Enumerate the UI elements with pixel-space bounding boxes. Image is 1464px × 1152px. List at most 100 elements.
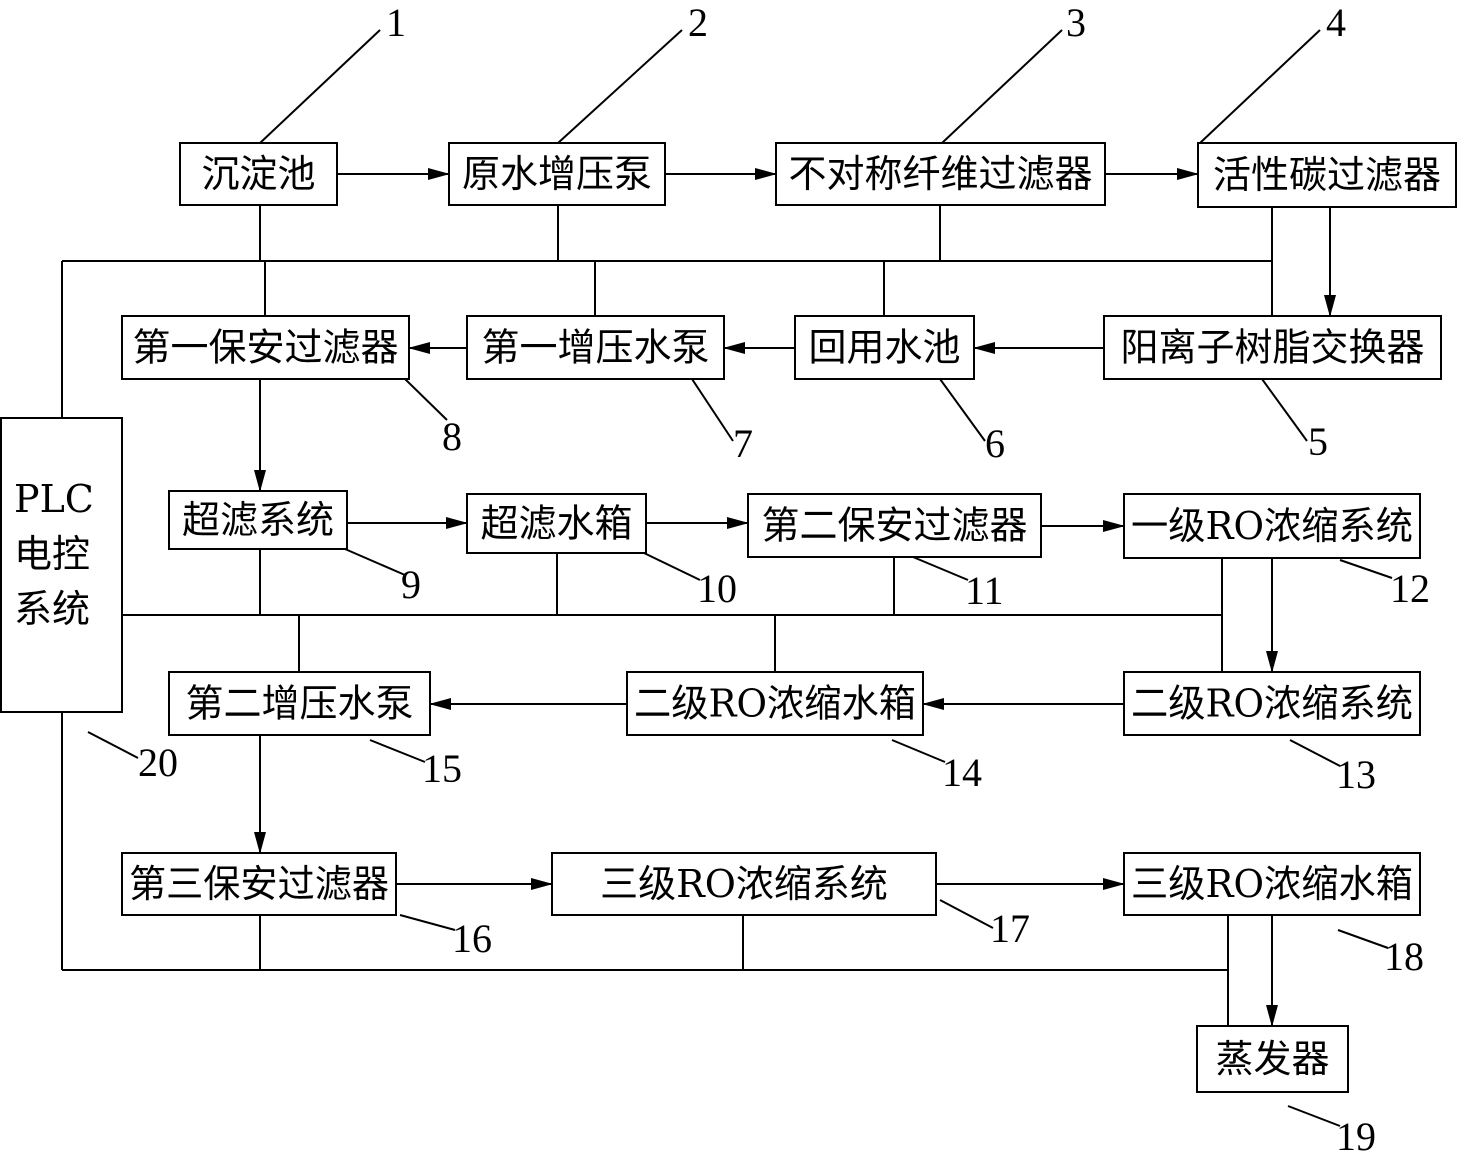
reference-number-2: 2 xyxy=(688,0,708,45)
leader-line-7 xyxy=(691,378,734,442)
cation-resin-exchanger-label: 阳离子树脂交换器 xyxy=(1120,326,1424,370)
first-security-filter-frame xyxy=(121,315,410,380)
leader-line-6 xyxy=(939,378,986,442)
stage3-ro-system-frame xyxy=(551,852,937,916)
activated-carbon-filter-label: 活性碳过滤器 xyxy=(1213,153,1441,197)
second-security-filter-box: 第二保安过滤器 xyxy=(747,493,1042,558)
reuse-water-tank-label: 回用水池 xyxy=(808,326,960,370)
first-security-filter-box: 第一保安过滤器 xyxy=(121,315,410,380)
asymmetric-fiber-filter-frame xyxy=(775,142,1106,206)
asymmetric-fiber-filter-box: 不对称纤维过滤器 xyxy=(775,142,1106,206)
plc-label-line: PLC xyxy=(14,477,94,521)
second-security-filter-label: 第二保安过滤器 xyxy=(761,504,1027,548)
reference-number-14: 14 xyxy=(942,750,982,795)
second-booster-pump-box: 第二增压水泵 xyxy=(168,671,431,736)
raw-water-booster-pump-label: 原水增压泵 xyxy=(462,152,652,196)
plc-label-line: 系统 xyxy=(14,587,90,631)
leader-line-19 xyxy=(1287,1105,1341,1127)
stage1-ro-system-frame xyxy=(1123,493,1421,559)
stage1-ro-system-box: 一级RO浓缩系统 xyxy=(1123,493,1421,559)
sedimentation-tank-label: 沉淀池 xyxy=(201,152,315,196)
ultrafiltration-system-frame xyxy=(168,490,348,550)
leader-line-3 xyxy=(941,29,1063,144)
stage2-ro-tank-box: 二级RO浓缩水箱 xyxy=(626,671,924,736)
leader-line-9 xyxy=(344,548,406,576)
reference-leader-lines xyxy=(87,29,1393,1127)
plc-control-wiring xyxy=(61,205,1273,1026)
third-security-filter-frame xyxy=(121,852,397,916)
evaporator-box: 蒸发器 xyxy=(1196,1025,1349,1093)
leader-line-14 xyxy=(891,739,946,763)
reference-number-12: 12 xyxy=(1390,566,1430,611)
sedimentation-tank-box: 沉淀池 xyxy=(179,142,338,206)
reference-number-5: 5 xyxy=(1308,419,1328,464)
second-booster-pump-label: 第二增压水泵 xyxy=(185,682,413,726)
leader-line-17 xyxy=(939,899,994,929)
leader-line-16 xyxy=(399,914,456,931)
raw-water-booster-pump-box: 原水增压泵 xyxy=(448,142,666,206)
cation-resin-exchanger-frame xyxy=(1103,315,1442,380)
stage3-ro-system-box: 三级RO浓缩系统 xyxy=(551,852,937,916)
reference-number-4: 4 xyxy=(1326,0,1346,45)
leader-line-2 xyxy=(557,29,683,144)
leader-line-1 xyxy=(259,29,381,144)
ultrafiltration-system-box: 超滤系统 xyxy=(168,490,348,550)
leader-line-12 xyxy=(1339,559,1393,579)
cation-resin-exchanger-box: 阳离子树脂交换器 xyxy=(1103,315,1442,380)
reference-number-6: 6 xyxy=(985,421,1005,466)
reuse-water-tank-frame xyxy=(794,315,975,380)
activated-carbon-filter-frame xyxy=(1197,142,1457,208)
stage2-ro-tank-label: 二级RO浓缩水箱 xyxy=(634,682,916,726)
third-security-filter-label: 第三保安过滤器 xyxy=(129,862,389,906)
activated-carbon-filter-box: 活性碳过滤器 xyxy=(1197,142,1457,208)
ultrafiltration-tank-frame xyxy=(466,493,647,554)
reference-number-17: 17 xyxy=(990,906,1030,951)
reference-number-1: 1 xyxy=(386,0,406,45)
reference-number-19: 19 xyxy=(1336,1114,1376,1152)
stage3-ro-tank-box: 三级RO浓缩水箱 xyxy=(1123,852,1421,916)
plc-label-line: 电控 xyxy=(14,532,90,576)
reference-number-10: 10 xyxy=(697,566,737,611)
leader-line-15 xyxy=(369,739,426,763)
reuse-water-tank-box: 回用水池 xyxy=(794,315,975,380)
reference-number-15: 15 xyxy=(422,746,462,791)
reference-number-3: 3 xyxy=(1066,0,1086,45)
raw-water-booster-pump-frame xyxy=(448,142,666,206)
reference-number-7: 7 xyxy=(733,421,753,466)
ultrafiltration-tank-label: 超滤水箱 xyxy=(480,502,632,546)
first-security-filter-label: 第一保安过滤器 xyxy=(132,326,398,370)
plc-frame xyxy=(0,417,123,713)
stage1-ro-system-label: 一级RO浓缩系统 xyxy=(1131,504,1413,548)
ultrafiltration-system-label: 超滤系统 xyxy=(182,498,334,542)
leader-line-13 xyxy=(1289,739,1341,767)
leader-line-20 xyxy=(87,731,139,759)
sedimentation-tank-frame xyxy=(179,142,338,206)
first-booster-pump-label: 第一增压水泵 xyxy=(481,326,709,370)
leader-line-10 xyxy=(643,552,701,581)
leader-line-8 xyxy=(404,378,448,421)
reference-number-9: 9 xyxy=(401,562,421,607)
stage2-ro-system-label: 二级RO浓缩系统 xyxy=(1131,682,1413,726)
second-booster-pump-frame xyxy=(168,671,431,736)
reference-number-18: 18 xyxy=(1384,934,1424,979)
second-security-filter-frame xyxy=(747,493,1042,558)
reference-number-13: 13 xyxy=(1336,752,1376,797)
asymmetric-fiber-filter-label: 不对称纤维过滤器 xyxy=(788,152,1092,196)
process-flow-arrows xyxy=(254,168,1336,1027)
stage3-ro-system-label: 三级RO浓缩系统 xyxy=(600,862,888,906)
reference-number-16: 16 xyxy=(452,916,492,961)
reference-number-11: 11 xyxy=(965,568,1004,613)
stage3-ro-tank-frame xyxy=(1123,852,1421,916)
evaporator-frame xyxy=(1196,1025,1349,1093)
reference-number-20: 20 xyxy=(138,740,178,785)
stage2-ro-tank-frame xyxy=(626,671,924,736)
first-booster-pump-frame xyxy=(466,315,725,380)
leader-line-5 xyxy=(1261,378,1308,442)
first-booster-pump-box: 第一增压水泵 xyxy=(466,315,725,380)
leader-line-18 xyxy=(1337,929,1389,949)
evaporator-label: 蒸发器 xyxy=(1215,1037,1329,1081)
stage2-ro-system-frame xyxy=(1123,671,1421,736)
